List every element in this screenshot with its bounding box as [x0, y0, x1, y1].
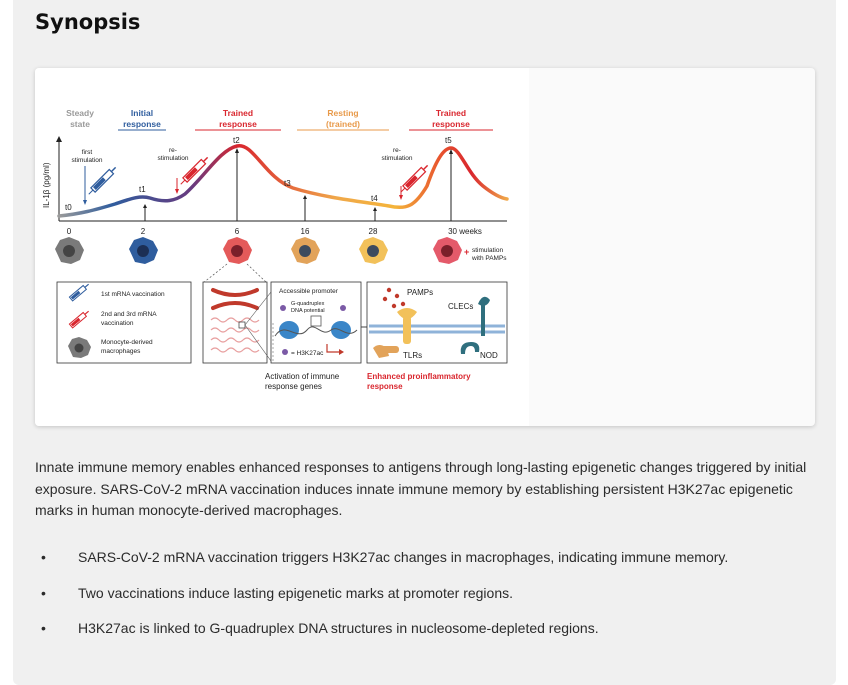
nod-label: NOD — [480, 351, 498, 360]
tlrs-label: TLRs — [403, 351, 422, 360]
x-tick-label: 16 — [301, 227, 310, 236]
bullet-icon: • — [41, 620, 46, 636]
phase-label: Steady — [66, 108, 94, 118]
list-item: • SARS-CoV-2 mRNA vaccination triggers H… — [35, 547, 820, 569]
macrophage-icon — [129, 237, 158, 264]
phase-label: response — [123, 119, 161, 129]
macrophage-icon — [223, 237, 252, 264]
stimulation-annotations: first stimulation re- stimulation — [71, 147, 429, 205]
phase-label: Trained — [223, 108, 253, 118]
time-point-label: t2 — [233, 136, 240, 145]
svg-text:stimulation: stimulation — [157, 155, 188, 162]
bullet-icon: • — [41, 549, 46, 565]
syringe-blue-icon — [88, 166, 117, 195]
time-point-label: t0 — [65, 203, 72, 212]
chromosome-panel — [202, 281, 272, 364]
x-tick-label: 2 — [141, 227, 146, 236]
phase-label: response — [432, 119, 470, 129]
time-point-label: t5 — [445, 136, 452, 145]
activation-caption: Activation of immune — [265, 372, 340, 381]
x-tick-label: 6 — [235, 227, 240, 236]
phase-label: response — [219, 119, 257, 129]
time-points: t0 t1 t2 t3 t4 t5 — [65, 136, 453, 221]
svg-text:DNA potential: DNA potential — [291, 308, 325, 314]
phase-label: Resting — [327, 108, 358, 118]
clec-receptor-icon — [478, 296, 490, 336]
chart-axes: IL-1β (pg/ml) — [42, 136, 507, 222]
macrophage-icon — [291, 237, 320, 264]
macrophage-icon — [359, 237, 388, 264]
bullet-icon: • — [41, 584, 46, 601]
figure-card: Steady state Initial response Trained re… — [35, 68, 815, 426]
svg-text:first: first — [82, 149, 93, 156]
nod-receptor-icon — [460, 342, 480, 354]
promoter-title: Accessible promoter — [279, 288, 339, 295]
bullet-text: H3K27ac is linked to G-quadruplex DNA st… — [78, 620, 599, 636]
receptors-panel: PAMPs TLRs CLECs NOD — [366, 281, 508, 364]
svg-text:re-: re- — [169, 147, 177, 154]
svg-text:+: + — [464, 247, 469, 257]
enhanced-caption: response — [367, 382, 403, 391]
synopsis-summary: Innate immune memory enables enhanced re… — [35, 459, 807, 518]
phase-label: (trained) — [326, 119, 360, 129]
legend-item-2: 2nd and 3rd mRNA — [101, 311, 157, 318]
list-item: • H3K27ac is linked to G-quadruplex DNA … — [35, 618, 820, 640]
time-point-label: t3 — [284, 179, 291, 188]
macrophage-icon — [55, 237, 84, 264]
bullet-text: SARS-CoV-2 mRNA vaccination triggers H3K… — [78, 549, 729, 565]
svg-text:re-: re- — [393, 147, 401, 154]
y-axis-label: IL-1β (pg/ml) — [42, 162, 51, 208]
macrophage-icon — [433, 237, 462, 264]
svg-text:stimulation: stimulation — [381, 155, 412, 162]
time-point-label: t1 — [139, 185, 146, 194]
phase-label: Trained — [436, 108, 466, 118]
syringe-red-icon — [400, 164, 429, 193]
legend-item-2: vaccination — [101, 320, 134, 327]
pamps-label: PAMPs — [407, 288, 433, 297]
time-point-label: t4 — [371, 194, 378, 203]
promoter-panel: Accessible promoter G-quadruplex DNA pot… — [270, 281, 362, 364]
svg-text:stimulation: stimulation — [472, 247, 503, 254]
legend-item-3: Monocyte-derived — [101, 339, 153, 346]
macrophage-cells: + stimulation with PAMPs — [55, 237, 507, 284]
x-tick-label: 28 — [369, 227, 378, 236]
tlr-receptor-icon — [373, 308, 417, 358]
svg-text:with PAMPs: with PAMPs — [471, 255, 507, 262]
phase-label: Initial — [131, 108, 153, 118]
figure-legend: 1st mRNA vaccination 2nd and 3rd mRNA va… — [56, 281, 192, 364]
x-axis-ticks: 0 2 6 16 28 30 weeks — [67, 227, 482, 236]
phase-label: state — [70, 119, 90, 129]
legend-item-1: 1st mRNA vaccination — [101, 291, 165, 298]
activation-caption: response genes — [265, 382, 322, 391]
list-item: • Two vaccinations induce lasting epigen… — [35, 583, 820, 605]
enhanced-caption: Enhanced proinflammatory — [367, 372, 471, 381]
section-title: Synopsis — [35, 10, 141, 34]
graphical-abstract-svg: Steady state Initial response Trained re… — [42, 108, 509, 391]
bullet-text: Two vaccinations induce lasting epigenet… — [78, 584, 513, 601]
phase-headers: Steady state Initial response Trained re… — [66, 108, 493, 131]
key-findings-list: • SARS-CoV-2 mRNA vaccination triggers H… — [35, 547, 820, 654]
x-tick-label: 30 weeks — [448, 227, 482, 236]
legend-item-3: macrophages — [101, 348, 141, 355]
svg-text:= H3K27ac: = H3K27ac — [291, 350, 324, 357]
x-tick-label: 0 — [67, 227, 72, 236]
il1b-response-curve — [57, 144, 509, 218]
svg-text:stimulation: stimulation — [71, 157, 102, 164]
graphical-abstract-figure: Steady state Initial response Trained re… — [35, 68, 529, 426]
svg-text:G-quadruplex: G-quadruplex — [291, 301, 325, 307]
syringe-red-icon — [180, 156, 209, 185]
clecs-label: CLECs — [448, 302, 473, 311]
